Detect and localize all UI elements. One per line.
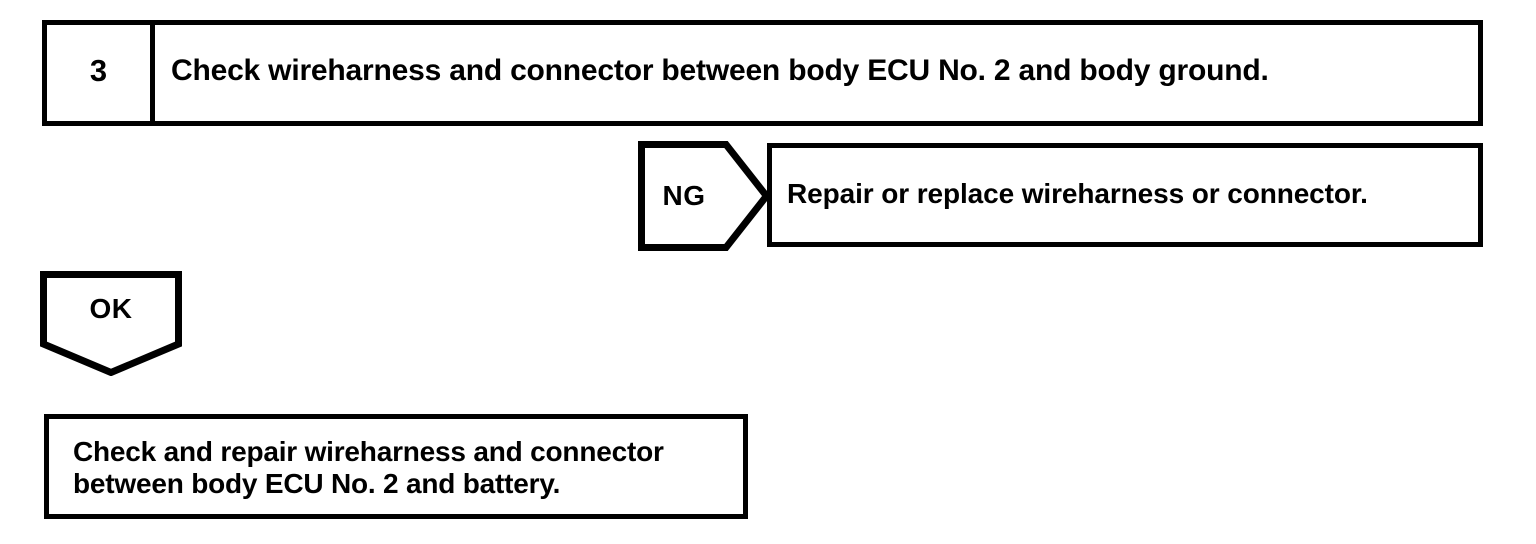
ok-result-line-1: Check and repair wireharness and connect… [73, 436, 664, 467]
step-number-cell: 3 [47, 25, 155, 121]
ng-result-box: Repair or replace wireharness or connect… [767, 143, 1483, 247]
step-instruction-text: Check wireharness and connector between … [171, 54, 1269, 87]
arrow-right-icon [638, 141, 770, 251]
ok-branch-label: OK [89, 293, 133, 324]
ng-branch-label: NG [662, 180, 706, 211]
ok-result-box: Check and repair wireharness and connect… [44, 414, 748, 519]
ok-branch-arrow: OK [40, 271, 182, 376]
ng-result-text: Repair or replace wireharness or connect… [787, 178, 1368, 209]
arrow-down-icon [40, 271, 182, 376]
ng-branch-arrow: NG [638, 141, 770, 251]
step-header-row: 3 Check wireharness and connector betwee… [42, 20, 1483, 126]
ok-result-line-2: between body ECU No. 2 and battery. [73, 468, 561, 499]
step-number-label: 3 [89, 53, 108, 88]
ok-result-text: Check and repair wireharness and connect… [73, 436, 735, 500]
